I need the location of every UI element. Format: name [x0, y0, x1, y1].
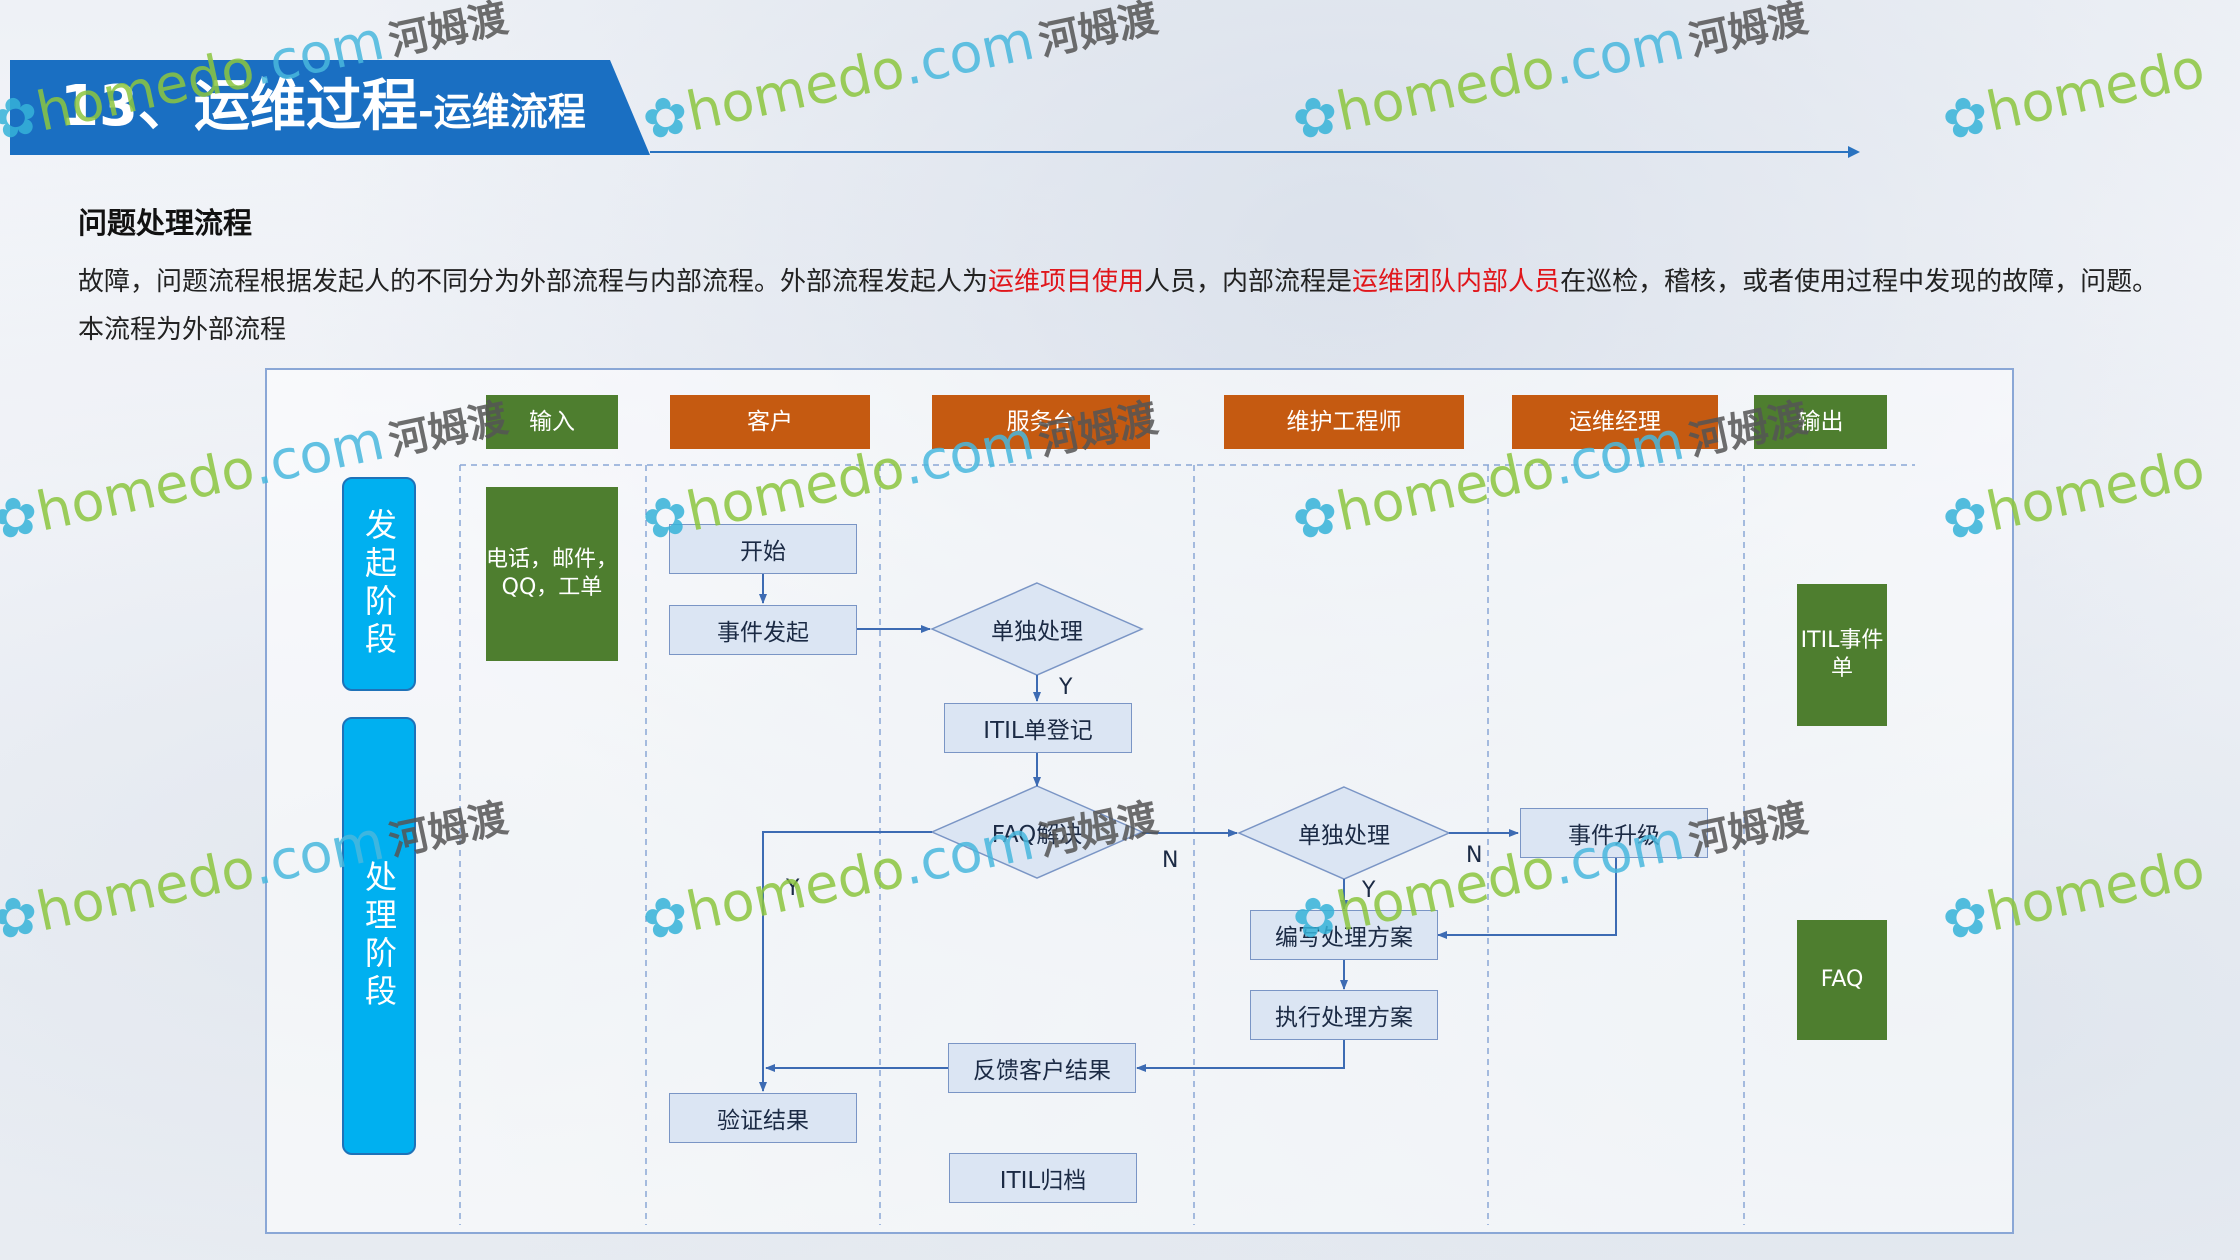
- title-bar: [10, 60, 650, 155]
- title-main: 13、运维过程: [60, 74, 418, 139]
- input-channels-box: 电话，邮件，QQ，工单: [486, 487, 618, 661]
- diamond-solo-handling-1-label: 单独处理: [991, 619, 1083, 645]
- title-sub: -运维流程: [417, 90, 586, 134]
- para-text-2: 人员，内部流程是: [1144, 267, 1353, 297]
- node-feedback-result: 反馈客户结果: [948, 1043, 1136, 1093]
- edge-label-y-itil: Y: [1059, 675, 1073, 700]
- output-itil-ticket-box: ITIL事件单: [1797, 584, 1887, 726]
- phase-processing: 处理阶段: [342, 717, 416, 1155]
- edge-label-n-solo: N: [1162, 848, 1179, 873]
- page-title: 13、运维过程-运维流程: [60, 62, 586, 152]
- lane-separators: [459, 464, 1915, 1225]
- phase-initiation: 发起阶段: [342, 477, 416, 691]
- diamond-solo-handling-2-label: 单独处理: [1298, 823, 1390, 849]
- node-start: 开始: [669, 524, 857, 574]
- title-arrow-icon: [1848, 146, 1860, 158]
- diagram-frame: [265, 368, 2014, 1234]
- lane-header-output: 输出: [1754, 395, 1887, 449]
- lane-header-maintenance-engineer: 维护工程师: [1224, 395, 1464, 449]
- node-event-raise: 事件发起: [669, 605, 857, 655]
- para-text-3: 在巡检，稽核，或者使用过程中发现的故障，问题。本流程为外部流程: [78, 267, 2159, 345]
- lane-header-input: 输入: [486, 395, 618, 449]
- node-itil-register: ITIL单登记: [944, 703, 1132, 753]
- output-faq-box: FAQ: [1797, 920, 1887, 1040]
- diamond-faq-solve-label: FAQ解决: [991, 822, 1083, 848]
- title-underline: [650, 151, 1850, 153]
- lane-header-ops-manager: 运维经理: [1512, 395, 1718, 449]
- connectors: [759, 573, 1617, 1092]
- description-paragraph: 故障，问题流程根据发起人的不同分为外部流程与内部流程。外部流程发起人为运维项目使…: [78, 258, 2178, 354]
- node-execute-plan: 执行处理方案: [1250, 990, 1438, 1040]
- edge-label-y-verify: Y: [786, 876, 800, 901]
- node-verify-result: 验证结果: [669, 1093, 857, 1143]
- node-itil-archive: ITIL归档: [949, 1153, 1137, 1203]
- para-highlight-1: 运维项目使用: [988, 267, 1145, 297]
- para-text-1: 故障，问题流程根据发起人的不同分为外部流程与内部流程。外部流程发起人为: [78, 267, 989, 297]
- diamond-faq-solve: [930, 785, 1144, 879]
- edge-label-n-escalate: N: [1466, 843, 1483, 868]
- node-escalate: 事件升级: [1520, 808, 1708, 858]
- edge-label-y-write-plan: Y: [1362, 878, 1376, 903]
- lane-header-customer: 客户: [670, 395, 870, 449]
- section-heading: 问题处理流程: [78, 206, 253, 240]
- lane-header-service-desk: 服务台: [932, 395, 1150, 449]
- para-highlight-2: 运维团队内部人员: [1352, 267, 1561, 297]
- node-write-plan: 编写处理方案: [1250, 910, 1438, 960]
